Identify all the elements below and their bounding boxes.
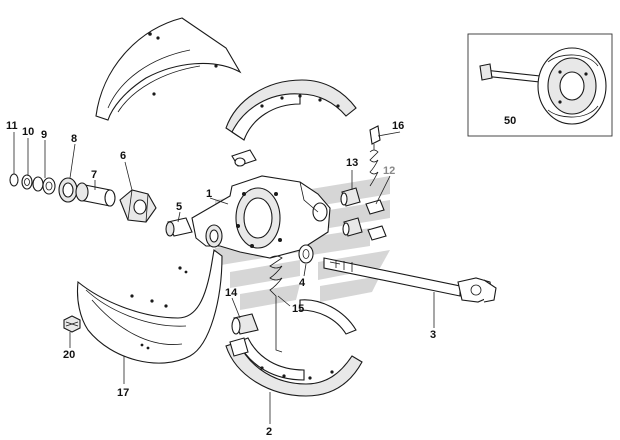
callout-7: 7 bbox=[91, 169, 97, 181]
leader-lines bbox=[13, 131, 435, 424]
callout-8: 8 bbox=[71, 133, 77, 145]
callout-6: 6 bbox=[120, 150, 126, 162]
bleed-nut bbox=[63, 315, 81, 333]
callout-3: 3 bbox=[430, 329, 436, 341]
backing-plate-lower bbox=[76, 249, 223, 364]
callout-17: 17 bbox=[117, 387, 129, 399]
callout-11: 11 bbox=[6, 120, 18, 132]
callout-20: 20 bbox=[63, 349, 75, 361]
assembly-inset bbox=[467, 33, 613, 137]
callout-5: 5 bbox=[176, 201, 182, 213]
callout-50: 50 bbox=[504, 115, 516, 127]
washer bbox=[298, 244, 314, 264]
return-spring bbox=[269, 255, 283, 353]
callout-10: 10 bbox=[22, 126, 34, 138]
pins-13 bbox=[340, 187, 363, 237]
callout-2: 2 bbox=[266, 426, 272, 438]
callout-16: 16 bbox=[392, 120, 404, 132]
brake-shoe-lower bbox=[225, 299, 363, 397]
callout-15: 15 bbox=[292, 303, 304, 315]
pins-12 bbox=[365, 199, 387, 241]
callout-1: 1 bbox=[206, 188, 212, 200]
camshaft bbox=[323, 257, 497, 303]
callout-4: 4 bbox=[299, 277, 306, 289]
wheel-hub bbox=[191, 175, 331, 259]
backing-plate-upper bbox=[95, 17, 242, 121]
brake-shoe-upper bbox=[225, 79, 357, 167]
hub-nut bbox=[119, 189, 157, 223]
callout-12: 12 bbox=[383, 165, 395, 177]
adjuster-spring-upper bbox=[369, 125, 381, 187]
roller bbox=[231, 313, 259, 335]
callout-14: 14 bbox=[225, 287, 238, 299]
callout-9: 9 bbox=[41, 129, 47, 141]
bearing-stack bbox=[9, 173, 116, 207]
callout-labels: 1 2 3 4 5 6 7 8 9 10 11 12 13 14 15 16 1… bbox=[6, 115, 516, 438]
bushing bbox=[165, 217, 193, 237]
callout-13: 13 bbox=[346, 157, 358, 169]
